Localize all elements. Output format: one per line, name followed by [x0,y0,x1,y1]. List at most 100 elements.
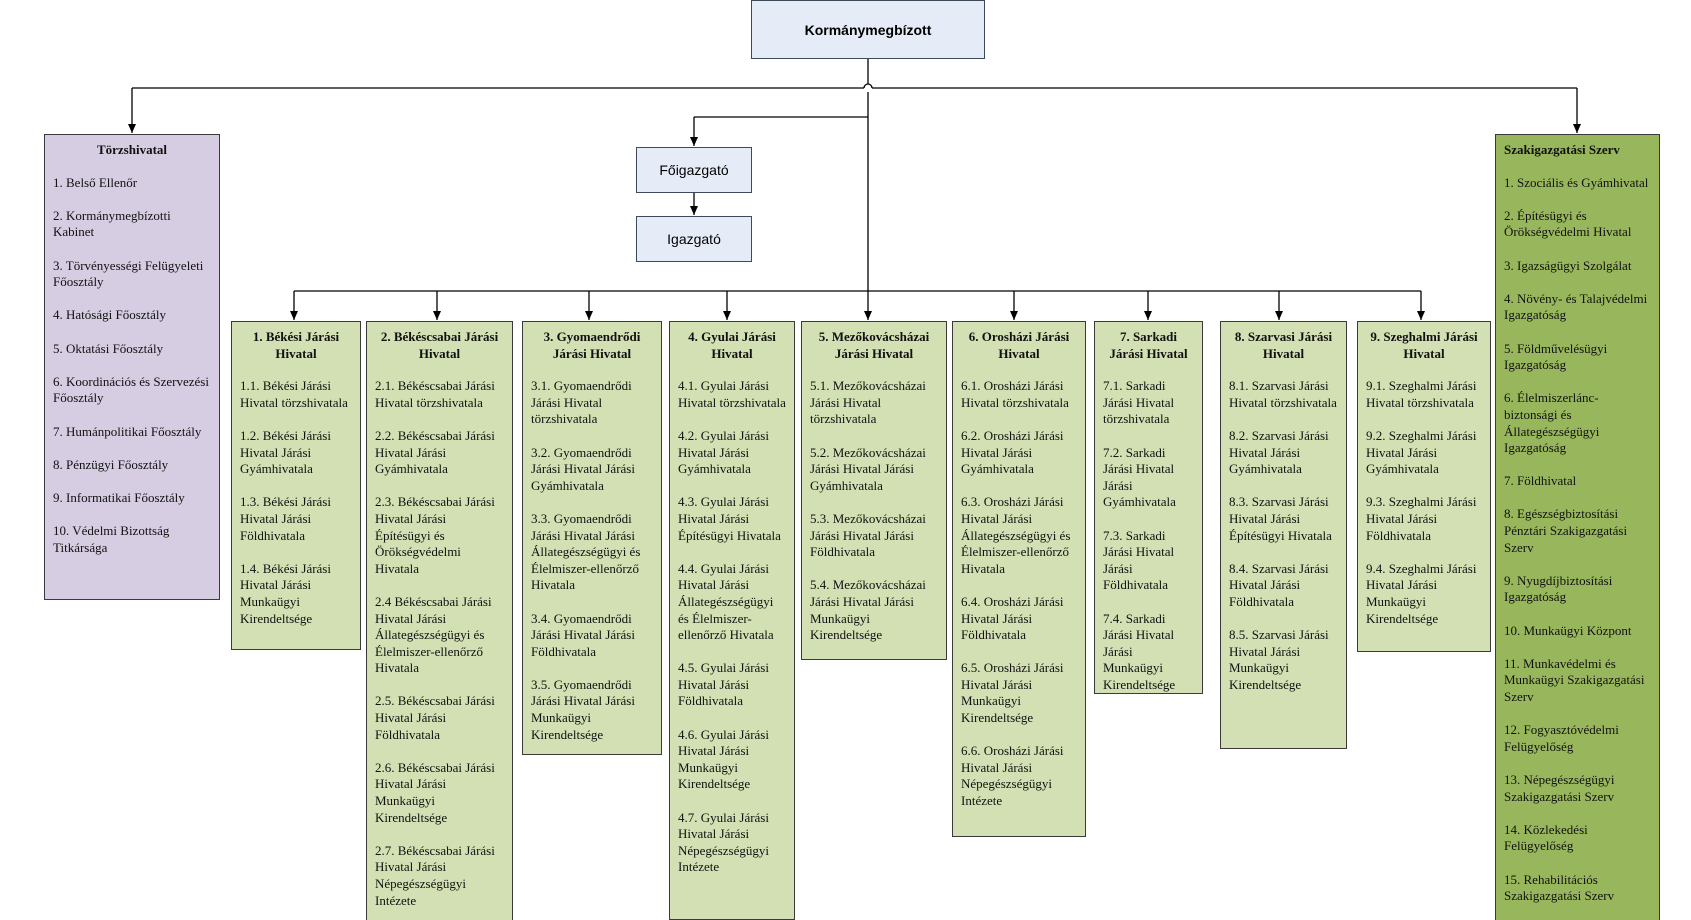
jarasi-hivatal-title: 3. Gyomaendrődi Járási Hivatal [543,329,641,361]
jarasi-hivatal-item: 4.3. Gyulai Járási Hivatal Járási Építés… [678,494,781,543]
jarasi-hivatal-item: 7.4. Sarkadi Járási Hivatal Járási Munka… [1103,610,1176,692]
jarasi-hivatal-title: 5. Mezőkovácsházai Járási Hivatal [818,329,930,361]
torzshivatal-item: 6. Koordinációs és Szervezési Főosztály [53,373,209,406]
szakigazgatasi-item: 2. Építésügyi és Örökségvédelmi Hivatal [1504,207,1632,240]
jarasi-hivatal-item: 2.2. Békéscsabai Járási Hivatal Járási G… [375,427,495,477]
jarasi-hivatal-item: 8.2. Szarvasi Járási Hivatal Járási Gyám… [1229,427,1329,477]
jarasi-hivatal-title: 2. Békéscsabai Járási Hivatal [380,329,499,361]
jarasi-hivatal-item: 5.4. Mezőkovácsházai Járási Hivatal Járá… [810,577,926,643]
jarasi-hivatal-item: 6.4. Orosházi Járási Hivatal Járási Föld… [961,593,1064,643]
jarasi-hivatal-item: 2.6. Békéscsabai Járási Hivatal Járási M… [375,759,495,825]
torzshivatal-item: 4. Hatósági Főosztály [53,307,167,323]
jarasi-hivatal-item: 4.5. Gyulai Járási Hivatal Járási Földhi… [678,660,769,709]
jarasi-hivatal-item: 6.1. Orosházi Járási Hivatal törzshivata… [961,378,1069,410]
jarasi-hivatal-item: 2.5. Békéscsabai Járási Hivatal Járási F… [375,693,495,742]
jarasi-hivatal-item: 4.7. Gyulai Járási Hivatal Járási Népegé… [678,809,769,875]
jarasi-hivatal-item: 9.4. Szeghalmi Járási Hivatal Járási Mun… [1366,560,1477,626]
kormanymegbizott-box: Kormánymegbízott [751,0,985,59]
jarasi-hivatal-item: 6.6. Orosházi Járási Hivatal Járási Népe… [961,743,1064,809]
jarasi-hivatal-item: 4.2. Gyulai Járási Hivatal Járási Gyámhi… [678,427,769,477]
szakigazgatasi-item: 15. Rehabilitációs Szakigazgatási Szerv [1504,871,1615,904]
jarasi-hivatal-item: 8.5. Szarvasi Járási Hivatal Járási Munk… [1229,627,1329,692]
jarasi-hivatal-title: 6. Orosházi Járási Hivatal [968,329,1070,361]
szakigazgatasi-item: 4. Növény- és Talajvédelmi Igazgatóság [1504,290,1648,323]
szakigazgatasi-item: 7. Földhivatal [1504,473,1577,489]
jarasi-hivatal-item: 2.7. Békéscsabai Járási Hivatal Járási N… [375,842,495,908]
torzshivatal-item: 7. Humánpolitikai Főosztály [53,423,202,439]
jarasi-hivatal-item: 6.3. Orosházi Járási Hivatal Járási Álla… [961,494,1071,576]
jarasi-hivatal-item: 8.1. Szarvasi Járási Hivatal törzshivata… [1229,378,1337,410]
jarasi-hivatal-item: 3.4. Gyomaendrődi Járási Hivatal Járási … [531,610,635,659]
jarasi-hivatal-item: 1.3. Békési Járási Hivatal Járási Földhi… [240,494,331,543]
jarasi-hivatal-item: 4.6. Gyulai Járási Hivatal Járási Munkaü… [678,726,769,792]
jarasi-hivatal-panel: 6. Orosházi Járási Hivatal 6.1. Orosházi … [952,321,1086,837]
szakigazgatasi-panel: Szakigazgatási Szerv 1. Szociális és Gyá… [1495,134,1660,920]
jarasi-hivatal-item: 5.3. Mezőkovácsházai Járási Hivatal Járá… [810,510,926,560]
torzshivatal-item: 10. Védelmi Bizottság Titkársága [53,523,170,555]
jarasi-hivatal-item: 9.3. Szeghalmi Járási Hivatal Járási Föl… [1366,494,1477,543]
jarasi-hivatal-title: 8. Szarvasi Járási Hivatal [1234,329,1333,361]
jarasi-hivatal-panel: 4. Gyulai Járási Hivatal 4.1. Gyulai Járá… [669,321,795,920]
jarasi-hivatal-panel: 2. Békéscsabai Járási Hivatal 2.1. Békésc… [366,321,513,920]
szakigazgatasi-list: 1. Szociális és Gyámhivatal 2. Építésügyi… [1504,175,1651,905]
szakigazgatasi-item: 12. Fogyasztóvédelmi Felügyelőség [1504,722,1619,754]
szakigazgatasi-item: 3. Igazságügyi Szolgálat [1504,257,1632,273]
torzshivatal-item: 8. Pénzügyi Főosztály [53,456,169,472]
jarasi-hivatal-item: 1.4. Békési Járási Hivatal Járási Munkaü… [240,560,331,626]
jarasi-hivatal-item: 3.2. Gyomaendrődi Járási Hivatal Járási … [531,444,635,493]
jarasi-hivatal-item: 6.5. Orosházi Járási Hivatal Járási Munk… [961,660,1064,726]
jarasi-hivatal-item: 8.4. Szarvasi Járási Hivatal Járási Föld… [1229,560,1329,609]
foigazgato-label: Főigazgató [659,162,729,178]
jarasi-hivatal-item: 5.1. Mezőkovácsházai Járási Hivatal törz… [810,378,926,427]
torzshivatal-item: 1. Belső Ellenőr [53,174,138,190]
torzshivatal-item: 9. Informatikai Főosztály [53,489,185,505]
szakigazgatasi-item: 8. Egészségbiztosítási Pénztári Szakigaz… [1504,506,1628,555]
foigazgato-box: Főigazgató [636,147,752,193]
jarasi-hivatal-item: 8.3. Szarvasi Járási Hivatal Járási Épít… [1229,494,1332,543]
kormanymegbizott-label: Kormánymegbízott [804,21,932,38]
szakigazgatasi-item: 11. Munkavédelmi és Munkaügyi Szakigazga… [1504,655,1645,704]
jarasi-hivatal-panel: 1. Békési Járási Hivatal 1.1. Békési Járá… [231,321,361,650]
jarasi-hivatal-title: 7. Sarkadi Járási Hivatal [1109,329,1188,361]
szakigazgatasi-title: Szakigazgatási Szerv [1504,142,1620,157]
szakigazgatasi-item: 9. Nyugdíjbiztosítási Igazgatóság [1504,572,1613,605]
torzshivatal-list: 1. Belső Ellenőr 2. Kormánymegbízotti Kab… [53,175,211,557]
torzshivatal-title: Törzshivatal [96,142,168,157]
igazgato-label: Igazgató [667,231,721,247]
jarasi-hivatal-item: 1.1. Békési Járási Hivatal törzshivatala [240,378,348,410]
igazgato-box: Igazgató [636,216,752,262]
jarasi-hivatal-item: 2.3. Békéscsabai Járási Hivatal Járási É… [375,494,495,576]
szakigazgatasi-item: 14. Közlekedési Felügyelőség [1504,821,1588,854]
szakigazgatasi-item: 6. Élelmiszerlánc-biztonsági és Állategé… [1504,390,1600,456]
jarasi-hivatal-item: 5.2. Mezőkovácsházai Járási Hivatal Járá… [810,444,926,493]
jarasi-hivatal-item: 7.1. Sarkadi Járási Hivatal törzshivatal… [1103,378,1175,427]
jarasi-hivatal-item: 9.1. Szeghalmi Járási Hivatal törzshivat… [1366,378,1477,410]
jarasi-hivatal-panel: 5. Mezőkovácsházai Járási Hivatal 5.1. Me… [801,321,947,660]
jarasi-hivatal-item: 6.2. Orosházi Járási Hivatal Járási Gyám… [961,427,1064,477]
jarasi-hivatal-item: 4.1. Gyulai Járási Hivatal törzshivatala [678,378,786,410]
jarasi-hivatal-item: 3.1. Gyomaendrődi Járási Hivatal törzshi… [531,378,632,427]
szakigazgatasi-item: 1. Szociális és Gyámhivatal [1504,174,1649,190]
jarasi-hivatal-item: 7.3. Sarkadi Járási Hivatal Járási Földh… [1103,527,1175,593]
szakigazgatasi-item: 13. Népegészségügyi Szakigazgatási Szerv [1504,771,1615,804]
jarasi-hivatal-title: 4. Gyulai Járási Hivatal [688,329,776,361]
jarasi-hivatal-panel: 3. Gyomaendrődi Járási Hivatal 3.1. Gyoma… [522,321,662,755]
jarasi-hivatal-item: 7.2. Sarkadi Járási Hivatal Járási Gyámh… [1103,444,1176,510]
jarasi-hivatal-item: 2.1. Békéscsabai Járási Hivatal törzshiv… [375,378,495,410]
jarasi-hivatal-item: 3.5. Gyomaendrődi Járási Hivatal Járási … [531,676,635,742]
jarasi-hivatal-panel: 7. Sarkadi Járási Hivatal 7.1. Sarkadi Já… [1094,321,1203,694]
torzshivatal-panel: Törzshivatal 1. Belső Ellenőr 2. Kormánym… [44,134,220,600]
jarasi-hivatal-item: 2.4 Békéscsabai Járási Hivatal Járási Ál… [375,593,492,676]
jarasi-hivatal-item: 9.2. Szeghalmi Járási Hivatal Járási Gyá… [1366,427,1477,477]
jarasi-hivatal-item: 1.2. Békési Járási Hivatal Járási Gyámhi… [240,427,331,477]
jarasi-hivatal-title: 1. Békési Járási Hivatal [252,329,340,361]
jarasi-hivatal-item: 4.4. Gyulai Járási Hivatal Járási Állate… [678,560,774,643]
jarasi-hivatal-item: 3.3. Gyomaendrődi Járási Hivatal Járási … [531,510,641,593]
jarasi-hivatal-panel: 8. Szarvasi Járási Hivatal 8.1. Szarvasi … [1220,321,1347,749]
torzshivatal-item: 2. Kormánymegbízotti Kabinet [53,207,171,240]
szakigazgatasi-item: 5. Földművelésügyi Igazgatóság [1504,340,1608,373]
szakigazgatasi-item: 10. Munkaügyi Központ [1504,622,1632,638]
